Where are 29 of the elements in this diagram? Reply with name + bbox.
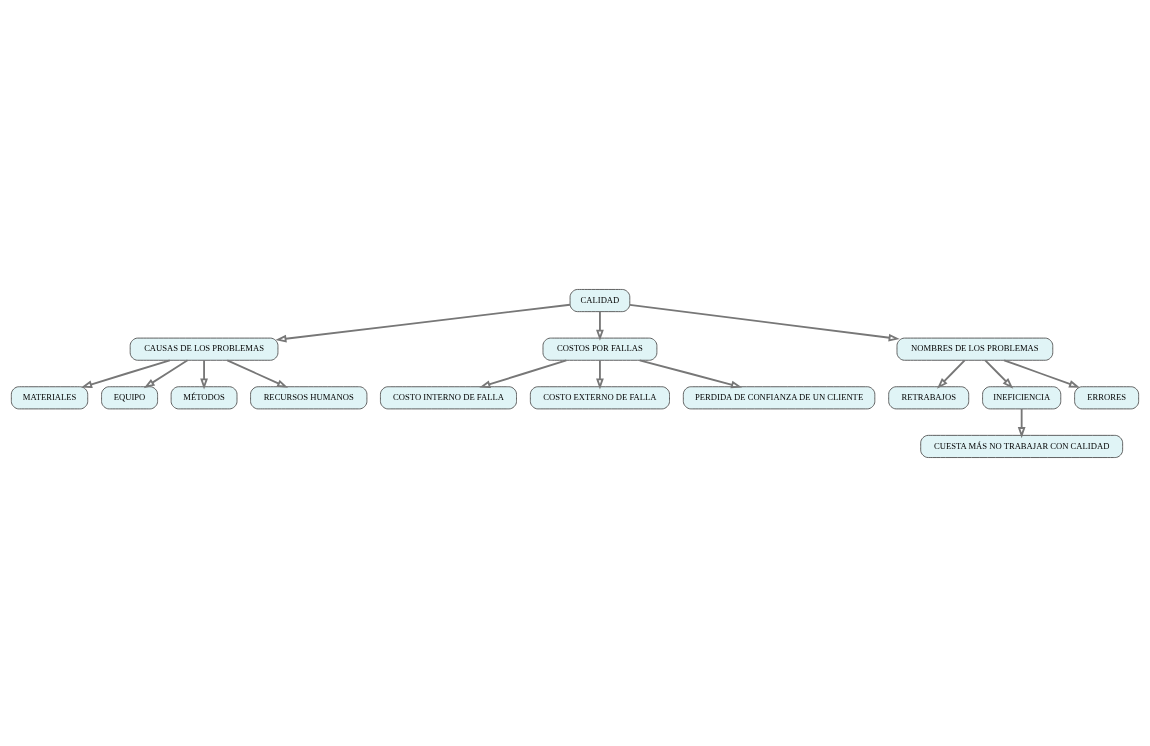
node-box: CUESTA MÁS NO TRABAJAR CON CALIDAD: [920, 434, 1124, 458]
arrow: [628, 303, 900, 342]
node-box: INEFICIENCIA: [982, 385, 1062, 409]
arrow: [936, 358, 966, 389]
node-box: EQUIPO: [101, 385, 159, 409]
arrow: [596, 358, 604, 389]
node-box: MATERIALES: [10, 385, 89, 409]
arrow: [984, 358, 1014, 389]
arrow: [1003, 358, 1081, 388]
arrow: [275, 303, 571, 343]
node-box: COSTOS POR FALLAS: [542, 337, 658, 361]
arrow: [81, 358, 171, 388]
node-box: COSTO INTERNO DE FALLA: [380, 385, 517, 409]
node-box: COSTO EXTERNO DE FALLA: [529, 385, 670, 409]
node-box: CALIDAD: [569, 288, 631, 312]
arrow: [479, 358, 568, 388]
node-box: RETRABAJOS: [888, 385, 970, 409]
arrow: [226, 358, 289, 388]
node-box: MÉTODOS: [170, 385, 238, 409]
node-box: PERDIDA DE CONFIANZA DE UN CLIENTE: [682, 385, 876, 409]
arrow: [638, 358, 743, 388]
arrow: [143, 358, 189, 388]
node-box: RECURSOS HUMANOS: [250, 385, 368, 409]
arrow: [596, 310, 604, 341]
arrow: [1017, 407, 1026, 438]
node-box: ERRORES: [1074, 385, 1140, 409]
node-box: NOMBRES DE LOS PROBLEMAS: [896, 337, 1054, 361]
node-box: CAUSAS DE LOS PROBLEMAS: [129, 337, 279, 361]
arrow: [200, 358, 208, 389]
